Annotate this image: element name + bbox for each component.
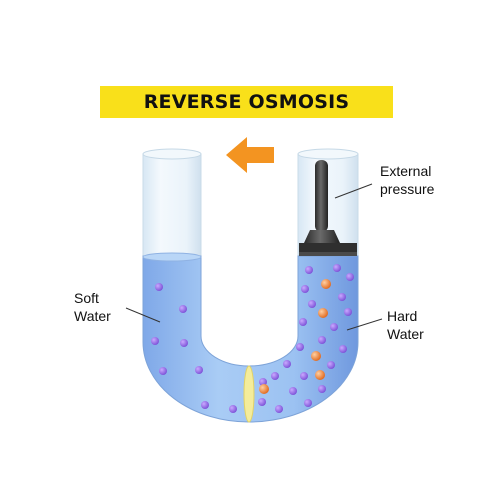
hard-water-label-line2: Water [387, 326, 424, 342]
soft-water-label: Soft Water [74, 289, 111, 325]
water-molecule [229, 405, 237, 413]
water-molecule [283, 360, 291, 368]
water-molecule [159, 367, 167, 375]
membrane-icon [243, 365, 255, 423]
water-molecule [296, 343, 304, 351]
water-molecule [299, 318, 307, 326]
water-molecule [318, 385, 326, 393]
piston-icon [299, 160, 357, 256]
salt-particle [259, 384, 269, 394]
water-molecule [259, 378, 267, 386]
water-molecule [179, 305, 187, 313]
water-molecule [275, 405, 283, 413]
water-molecule [305, 266, 313, 274]
water-molecule [151, 337, 159, 345]
water-molecule [300, 372, 308, 380]
hard-water-label-line1: Hard [387, 308, 418, 324]
external-pressure-label-line2: pressure [380, 181, 435, 197]
soft-water-leader [125, 307, 161, 323]
external-pressure-leader [334, 183, 373, 199]
salt-particle [311, 351, 321, 361]
page-title: REVERSE OSMOSIS [143, 91, 350, 113]
water-molecule [258, 398, 266, 406]
left-arrow-icon [226, 137, 274, 173]
salt-particles [259, 279, 331, 394]
water-molecule [289, 387, 297, 395]
water-molecule [155, 283, 163, 291]
hard-water-label: Hard Water [387, 307, 424, 343]
water-molecule [271, 372, 279, 380]
water-molecule [333, 264, 341, 272]
water-molecule [327, 361, 335, 369]
water-molecule [338, 293, 346, 301]
soft-water-label-line1: Soft [74, 290, 99, 306]
water-molecule [344, 308, 352, 316]
water-molecule [339, 345, 347, 353]
salt-particle [321, 279, 331, 289]
hard-water-leader [346, 318, 383, 331]
water-u-tube [142, 255, 359, 423]
water-molecules [151, 264, 354, 413]
water-molecule [330, 323, 338, 331]
water-molecule [201, 401, 209, 409]
external-pressure-label: External pressure [380, 162, 434, 198]
salt-particle [315, 370, 325, 380]
title-banner: REVERSE OSMOSIS [100, 86, 393, 118]
water-molecule [301, 285, 309, 293]
water-molecule [308, 300, 316, 308]
left-tube-glass [142, 148, 202, 259]
soft-water-surface [142, 252, 202, 262]
soft-water-label-line2: Water [74, 308, 111, 324]
water-molecule [346, 273, 354, 281]
water-molecule [195, 366, 203, 374]
external-pressure-label-line1: External [380, 163, 432, 179]
water-molecule [180, 339, 188, 347]
water-molecule [318, 336, 326, 344]
water-molecule [304, 399, 312, 407]
salt-particle [318, 308, 328, 318]
